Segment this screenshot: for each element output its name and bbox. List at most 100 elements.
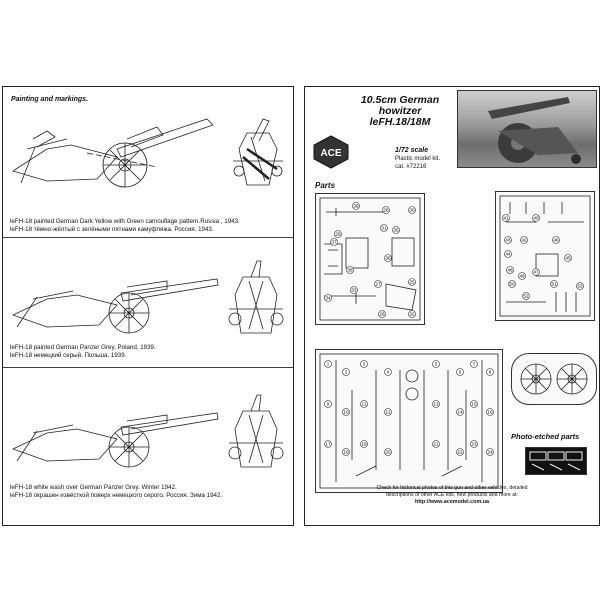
- part-number-marker: [432, 440, 440, 448]
- catalog-number: cat. #72216: [395, 164, 427, 170]
- part-number-marker: [486, 448, 494, 456]
- part-number-marker: [342, 448, 350, 456]
- kit-type-label: Plastic model kit.: [395, 156, 441, 162]
- part-number-marker: [470, 360, 478, 368]
- part-number: 11: [362, 402, 367, 407]
- part-number-marker: [470, 440, 478, 448]
- part-number-marker: [360, 400, 368, 408]
- footer-line-2: descriptions of other ACE kits, new prod…: [385, 492, 519, 498]
- part-number: 14: [457, 410, 463, 415]
- kit-title: 10.5cm German howitzer leFH.18/18M: [345, 95, 455, 128]
- part-number: 26: [379, 312, 385, 317]
- part-number-marker: [384, 408, 392, 416]
- part-number: 29: [335, 232, 341, 237]
- part-number: 7: [473, 362, 476, 367]
- part-number: 18: [343, 450, 349, 455]
- part-number: 30: [409, 208, 415, 213]
- part-number: 42: [521, 238, 527, 243]
- part-number: 38: [347, 268, 353, 273]
- part-number: 1: [327, 362, 330, 367]
- part-number: 48: [507, 268, 513, 273]
- part-number-marker: [456, 368, 464, 376]
- historical-photo: [457, 90, 597, 168]
- part-number: 31: [381, 226, 387, 231]
- part-number: 17: [325, 442, 331, 447]
- part-number-marker: [360, 360, 368, 368]
- scheme-1-caption-ru: leFH-18 тёмно-жёлтый с зелёными пятнами …: [10, 226, 214, 233]
- part-number-marker: [384, 448, 392, 456]
- part-number: 16: [487, 410, 493, 415]
- part-number: 47: [533, 270, 539, 275]
- divider: [3, 367, 293, 368]
- kit-info-panel: ACE 10.5cm German howitzer leFH.18/18M 1…: [304, 86, 600, 526]
- sprue-a: 39 29 31 33 37 28 30 36 38 35 34 25 27 2…: [315, 193, 425, 325]
- part-number: 34: [325, 296, 331, 301]
- part-number: 8: [489, 370, 492, 375]
- part-number: 19: [361, 442, 367, 447]
- part-number: 27: [375, 282, 381, 287]
- ace-logo: ACE: [313, 135, 349, 169]
- part-number: 36: [385, 256, 391, 261]
- wheels-sprue: [511, 353, 597, 405]
- part-number: 28: [383, 208, 389, 213]
- scale-label: 1/72 scale: [395, 147, 429, 154]
- part-number: 43: [505, 238, 511, 243]
- title-line-3: leFH.18/18M: [369, 116, 431, 128]
- part-number-marker: [384, 368, 392, 376]
- part-number: 37: [331, 240, 337, 245]
- part-number: 20: [385, 450, 391, 455]
- part-number: 4: [387, 370, 390, 375]
- part-number-marker: [456, 448, 464, 456]
- part-number-marker: [342, 408, 350, 416]
- part-number: 15: [471, 402, 477, 407]
- title-line-1: 10.5cm German: [360, 94, 440, 106]
- part-number: 32: [409, 312, 415, 317]
- part-number-marker: [486, 408, 494, 416]
- painting-markings-heading: Painting and markings.: [11, 96, 89, 103]
- part-number: 44: [505, 252, 511, 257]
- part-number: 53: [577, 284, 583, 289]
- part-number: 41: [503, 216, 509, 221]
- part-number: 33: [351, 288, 357, 293]
- howitzer-side-view-1: [12, 118, 283, 188]
- part-number-marker: [324, 400, 332, 408]
- part-number: 49: [519, 274, 525, 279]
- website-link[interactable]: http://www.acemodel.com.ua: [414, 499, 490, 505]
- part-number: 45: [565, 256, 571, 261]
- part-number: 5: [435, 362, 438, 367]
- part-number-marker: [324, 440, 332, 448]
- ace-logo-text: ACE: [320, 148, 341, 159]
- part-number: 6: [459, 370, 462, 375]
- part-number-marker: [432, 360, 440, 368]
- part-number: 13: [433, 402, 439, 407]
- sprue-b: 41 40 43 42 46 44 47 48 49 45 50 51 52 5…: [495, 191, 595, 321]
- part-number-marker: [342, 368, 350, 376]
- painting-markings-panel: Painting and markings. leFH-18 painted G…: [2, 86, 294, 526]
- part-number-marker: [324, 360, 332, 368]
- part-number: 25: [409, 280, 415, 285]
- part-number-marker: [456, 408, 464, 416]
- part-number-marker: [360, 440, 368, 448]
- photo-etched-heading: Photo-etched parts: [511, 432, 580, 441]
- scheme-3-caption-ru: leFH-18 окрашен извёсткой поверх немецко…: [10, 492, 223, 499]
- part-number: 12: [385, 410, 391, 415]
- part-number: 10: [343, 410, 349, 415]
- divider: [3, 237, 293, 238]
- parts-heading: Parts: [315, 181, 336, 190]
- part-number: 24: [487, 450, 493, 455]
- scheme-1-caption-en: leFH-18 painted German Dark Yellow with …: [10, 218, 240, 225]
- part-number: 22: [457, 450, 463, 455]
- photo-etched-fret: [525, 447, 587, 475]
- title-line-2: howitzer: [378, 105, 422, 117]
- part-number: 50: [509, 282, 515, 287]
- part-number: 46: [553, 238, 559, 243]
- footer-text: Check for historical photos of this gun …: [311, 485, 593, 506]
- part-number: 51: [551, 282, 557, 287]
- part-number: 3: [363, 362, 366, 367]
- part-number-marker: [486, 368, 494, 376]
- footer-line-1: Check for historical photos of this gun …: [376, 485, 528, 491]
- howitzer-side-view-2: [11, 260, 284, 334]
- part-number-marker: [470, 400, 478, 408]
- part-number: 23: [471, 442, 477, 447]
